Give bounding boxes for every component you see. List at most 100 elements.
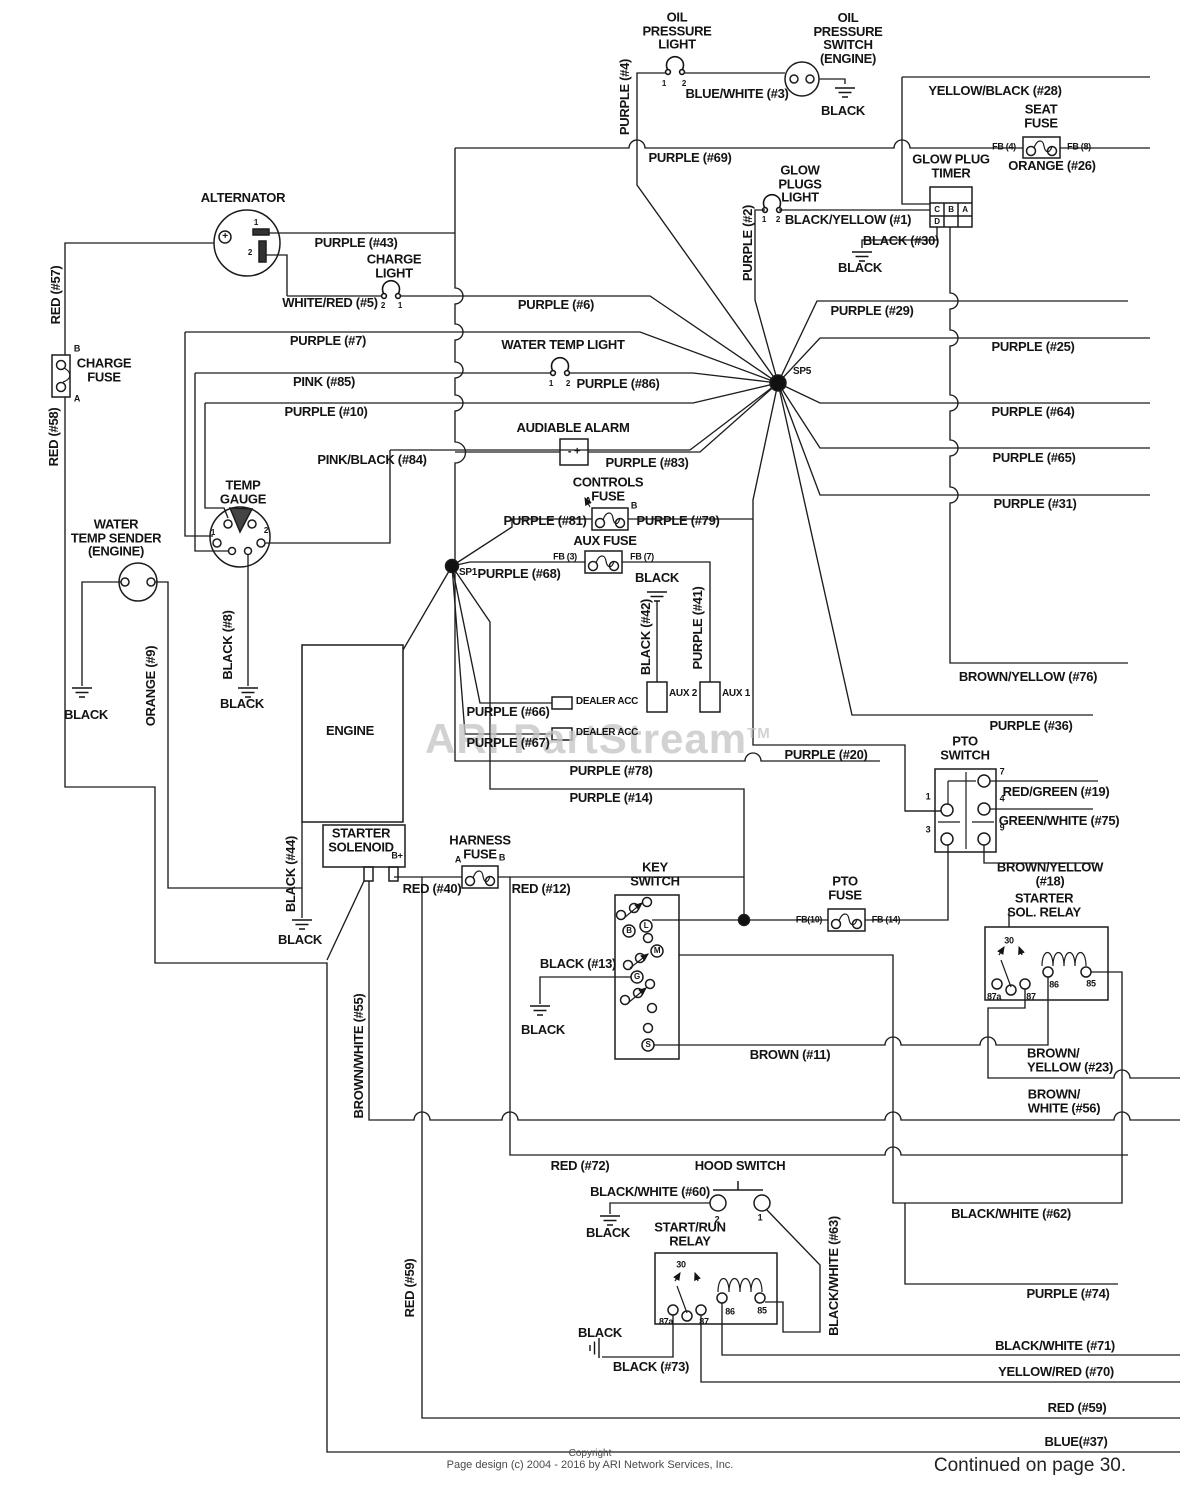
wire-label: 1 [661, 78, 667, 88]
wire-label: BLACK [64, 707, 108, 723]
wire-label: PURPLE (#65) [992, 450, 1076, 466]
oil-pressure-switch-icon [784, 61, 820, 97]
wire-label: RED/GREEN (#19) [1002, 784, 1110, 800]
wire-label: RED (#59) [402, 1258, 418, 1318]
wire-label: 1 [757, 1212, 763, 1223]
component-label: CHARGE LIGHT [366, 251, 422, 280]
wire-label: BROWN/ YELLOW (#23) [1027, 1045, 1113, 1074]
component-label: WATER TEMP SENDER (ENGINE) [70, 516, 162, 559]
start-run-relay-icon [654, 1252, 778, 1325]
component-label: OIL PRESSURE LIGHT [642, 9, 712, 52]
wire-label: PURPLE (#25) [991, 339, 1075, 355]
continued-note: Continued on page 30. [933, 1455, 1127, 1476]
wire-label: 87 [699, 1316, 709, 1327]
wire-label: BROWN/WHITE (#55) [351, 993, 367, 1119]
wire-label: 86 [725, 1306, 735, 1317]
wire-label: 1 [210, 527, 216, 537]
wire-label: PURPLE (#6) [517, 297, 595, 313]
component-label: WATER TEMP LIGHT [501, 337, 625, 353]
wire-label: B [73, 343, 81, 354]
wire-label: BLUE(#37) [1044, 1434, 1108, 1450]
component-label: AUX FUSE [573, 533, 637, 549]
wire-label: RED (#59) [1047, 1400, 1107, 1416]
wire-label: PURPLE (#81) [503, 513, 587, 529]
wire-label: BLUE/WHITE (#3) [685, 86, 789, 102]
aux-fuse-icon [584, 550, 623, 574]
component-label: ENGINE [325, 723, 375, 739]
wire-label: B [630, 500, 638, 511]
wire-label: BLACK [220, 696, 264, 712]
wire-label: SP5 [792, 365, 812, 377]
wire-label: PURPLE (#68) [477, 566, 561, 582]
wire-label: PURPLE (#83) [605, 455, 689, 471]
starter-sol-relay-icon [984, 926, 1109, 1001]
wire-label: RED (#40) [402, 881, 462, 897]
component-label: CONTROLS FUSE [572, 474, 644, 503]
wire-label: L [643, 920, 649, 930]
wire-label: 30 [1004, 935, 1014, 946]
wire-label: FB (8) [1067, 141, 1091, 152]
component-label: GLOW PLUG TIMER [912, 151, 990, 180]
wire-label: BLACK (#73) [612, 1359, 690, 1375]
wire-label: RED (#58) [46, 407, 62, 467]
wire-label: GREEN/WHITE (#75) [998, 813, 1120, 829]
aux-connectors [646, 681, 721, 713]
seat-fuse-icon [1022, 136, 1061, 159]
component-label: PTO SWITCH [940, 733, 990, 762]
wire-label: RED (#12) [511, 881, 571, 897]
wire-label: 87 [1026, 991, 1036, 1002]
component-label: KEY SWITCH [630, 859, 680, 888]
wire-label: 2 [565, 378, 571, 388]
wire-label: 9 [999, 822, 1005, 833]
wire-label: PURPLE (#7) [289, 333, 367, 349]
wire-label: SP1 [458, 566, 478, 578]
wire-label: PURPLE (#67) [466, 735, 550, 751]
wire-label: PURPLE (#78) [569, 763, 653, 779]
wire-label: B [498, 852, 506, 863]
wire-label: PURPLE (#43) [314, 235, 398, 251]
component-label: START/RUN RELAY [654, 1219, 726, 1248]
wire-label: PINK (#85) [292, 374, 356, 390]
component-label: ALTERNATOR [200, 190, 286, 206]
wire-label: 85 [1086, 978, 1096, 989]
wire-label: BLACK [278, 932, 322, 948]
wire-label: BLACK (#8) [220, 610, 236, 680]
wire-label: B+ [391, 850, 403, 861]
wire-label: YELLOW/RED (#70) [998, 1364, 1114, 1380]
wire-label: 2 [380, 300, 386, 310]
wire-label: 85 [757, 1305, 767, 1316]
key-switch-icon [614, 894, 680, 1060]
wire-label: BLACK [821, 103, 865, 119]
wire-label: BLACK [578, 1325, 622, 1341]
wire-label: 1 [548, 378, 554, 388]
wire-label: PURPLE (#20) [784, 747, 868, 763]
wire-label: BROWN/ WHITE (#56) [1027, 1086, 1101, 1115]
wire-label: WHITE/RED (#5) [282, 295, 378, 311]
component-label: HOOD SWITCH [694, 1158, 786, 1174]
component-label: AUDIABLE ALARM [516, 420, 630, 436]
watermark: ARI PartStreamTM [425, 715, 771, 762]
dealer-acc-connectors [551, 696, 573, 741]
wire-label: PURPLE (#14) [569, 790, 653, 806]
wire-label: FB(10) [795, 914, 823, 925]
component-label: STARTER SOL. RELAY [1007, 890, 1081, 919]
wire-label: YELLOW/BLACK (#28) [928, 83, 1062, 99]
wire-label: PINK/BLACK (#84) [317, 452, 427, 468]
sp5-node [769, 374, 787, 392]
wire-label: DEALER ACC [575, 726, 639, 738]
wire-label: - + [567, 445, 581, 458]
wire-label: BROWN (#11) [749, 1047, 831, 1063]
wire-label: A [454, 854, 462, 865]
junction-dot [737, 913, 751, 927]
wire-label: 2 [247, 247, 253, 257]
wire-label: 30 [676, 1259, 686, 1270]
wire-label: PURPLE (#4) [617, 58, 633, 136]
wire-label: 86 [1049, 979, 1059, 990]
wire-label: BROWN/YELLOW (#18) [996, 859, 1104, 888]
controls-fuse-icon [584, 496, 629, 531]
wire-label: BLACK/WHITE (#60) [590, 1184, 710, 1200]
wire-label: PURPLE (#74) [1026, 1286, 1110, 1302]
wire-label: AUX 2 [669, 687, 697, 699]
wire-label: BLACK [521, 1022, 565, 1038]
